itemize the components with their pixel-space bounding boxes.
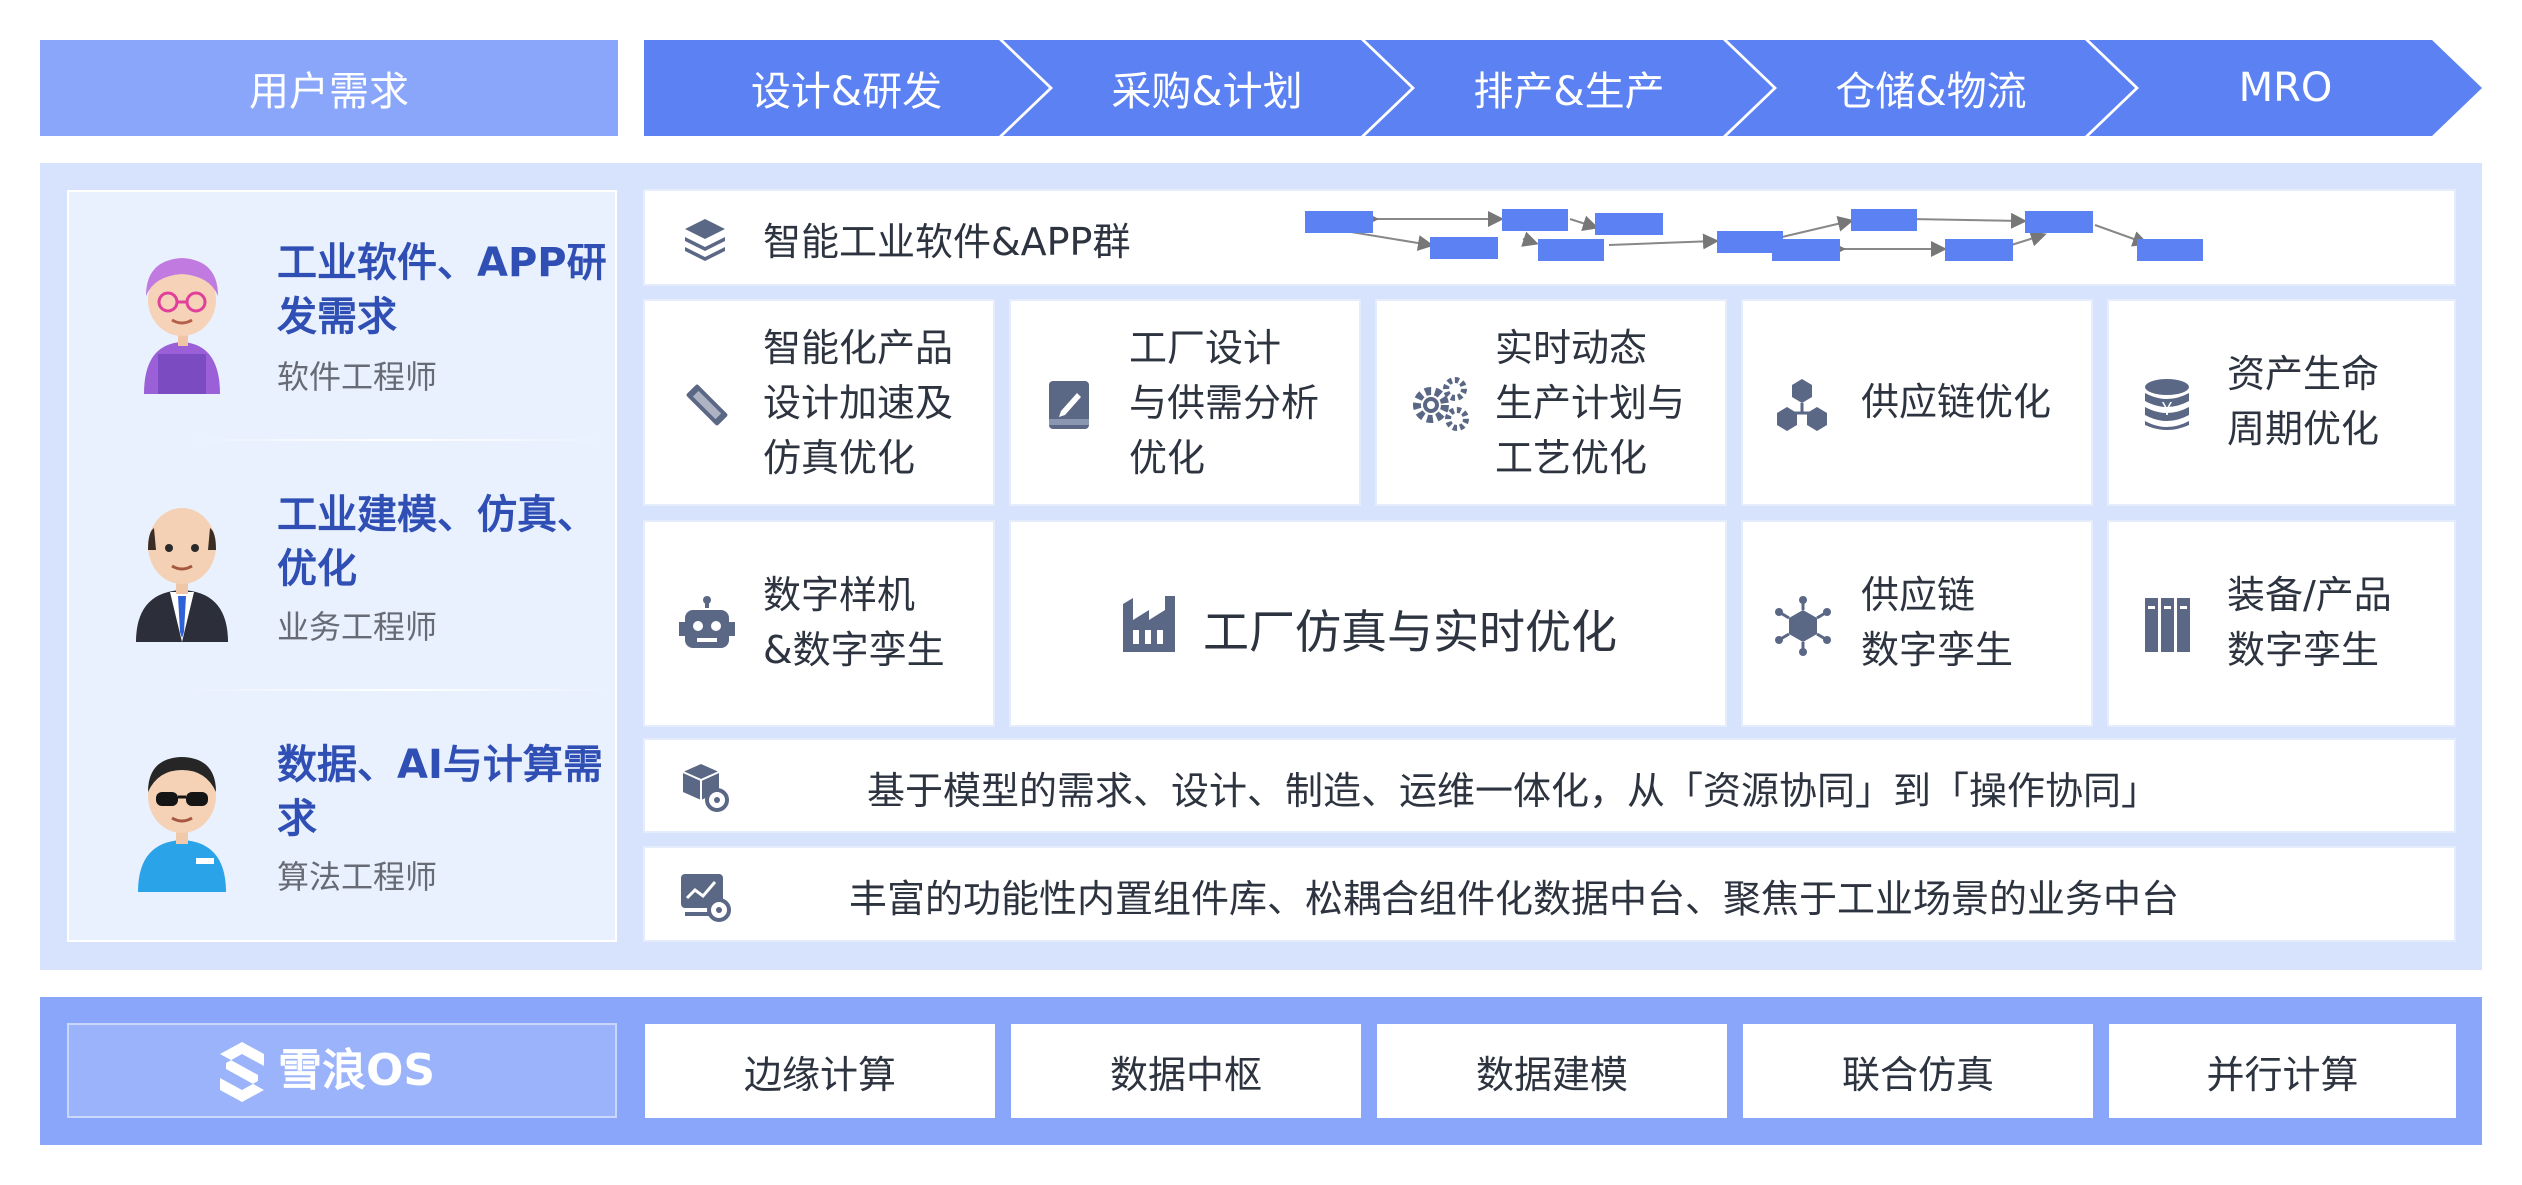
data-modeling-box: 数据建模 (1377, 1024, 1727, 1118)
product-design-card: 智能化产品 设计加速及 仿真优化 (643, 299, 995, 506)
chart-gear-icon (681, 874, 731, 922)
card-text: 供应链 数字孪生 (1861, 573, 2014, 672)
business-engineer-avatar (136, 508, 228, 642)
app-group-card: 智能工业软件&APP群 (643, 189, 2456, 286)
user-demand-header: 用户需求 (40, 40, 618, 136)
card-text: 供应链优化 (1861, 380, 2052, 424)
supply-chain-card: 供应链优化 (1741, 299, 2093, 506)
app-network-graphic (1305, 209, 2203, 261)
stage-label: 设计&研发 (750, 69, 943, 115)
card-text: 资产生命 周期优化 (2227, 352, 2380, 451)
card-text: 工厂设计 与供需分析 优化 (1129, 326, 1320, 480)
cubes-icon (1777, 379, 1827, 431)
layers-icon (685, 219, 725, 261)
chevron-shape (644, 40, 1049, 136)
stage-label: 排产&生产 (1473, 69, 1665, 115)
network-cube-icon (1775, 596, 1831, 656)
chevron-shape (1727, 40, 2135, 136)
card-text: 数字样机 &数字孪生 (763, 573, 945, 672)
software-engineer-avatar (144, 258, 220, 394)
persona-role: 业务工程师 (277, 608, 438, 646)
equipment-twin-card: 装备/产品 数字孪生 (2107, 520, 2456, 727)
persona-role: 软件工程师 (277, 358, 438, 396)
persona-panel: 工业软件、APP研发需求 软件工程师 工业建模、仿真、优化 业务工程师 数据、A… (67, 190, 617, 942)
persona-role: 算法工程师 (277, 858, 438, 896)
stage-label: 采购&计划 (1111, 69, 1303, 115)
algorithm-engineer-avatar (138, 757, 226, 892)
platform-card: 丰富的功能性内置组件库、松耦合组件化数据中台、聚焦于工业场景的业务中台 (643, 846, 2456, 942)
factory-icon (1123, 596, 1175, 652)
stage-warehouse-logistics: 仓储&物流 (1727, 40, 2135, 136)
chevron-shape (1003, 40, 1411, 136)
production-plan-card: 实时动态 生产计划与 工艺优化 (1375, 299, 1727, 506)
coins-icon: ¥ (2145, 379, 2189, 430)
stage-mro: MRO (2089, 40, 2482, 136)
factory-design-card: 工厂设计 与供需分析 优化 (1009, 299, 1361, 506)
persona-title: 工业建模、仿真、优化 (277, 492, 597, 592)
stage-procurement-plan: 采购&计划 (1003, 40, 1411, 136)
svg-text:¥: ¥ (2161, 399, 2172, 420)
xuelang-os-logo: 雪浪OS (67, 1023, 617, 1118)
model-line-text: 基于模型的需求、设计、制造、运维一体化，从「资源协同」到「操作协同」 (867, 769, 2160, 813)
stage-label: MRO (2238, 65, 2333, 111)
card-text: 智能化产品 设计加速及 仿真优化 (763, 326, 954, 480)
data-hub-box: 数据中枢 (1011, 1024, 1361, 1118)
persona-title: 工业软件、APP研发需求 (277, 240, 607, 340)
chevron-shape (1365, 40, 1773, 136)
divider (189, 439, 609, 441)
app-group-label: 智能工业软件&APP群 (763, 220, 1131, 264)
persona-title: 数据、AI与计算需求 (277, 742, 603, 842)
os-logo-mark: 雪浪OS (220, 1041, 435, 1102)
supply-chain-twin-card: 供应链 数字孪生 (1741, 520, 2093, 727)
asset-lifecycle-card: ¥ 资产生命 周期优化 (2107, 299, 2456, 506)
co-simulation-box: 联合仿真 (1743, 1024, 2093, 1118)
factory-sim-card: 工厂仿真与实时优化 (1009, 520, 1727, 727)
robot-icon (679, 596, 735, 648)
os-name: 雪浪OS (278, 1045, 435, 1096)
model-based-card: 基于模型的需求、设计、制造、运维一体化，从「资源协同」到「操作协同」 (643, 738, 2456, 833)
binders-icon (2145, 598, 2190, 652)
stage-design-rd: 设计&研发 (644, 40, 1049, 136)
stage-label: 仓储&物流 (1835, 69, 2027, 115)
book-edit-icon (1049, 381, 1089, 429)
card-text: 装备/产品 数字孪生 (2227, 573, 2392, 672)
box-gear-icon (682, 764, 729, 812)
chevron-shape (2089, 40, 2482, 136)
parallel-computing-box: 并行计算 (2109, 1024, 2456, 1118)
edge-computing-box: 边缘计算 (645, 1024, 995, 1118)
stage-scheduling-production: 排产&生产 (1365, 40, 1773, 136)
divider (189, 689, 609, 691)
gears-icon (1413, 377, 1469, 431)
pencil-ruler-icon (686, 384, 728, 426)
platform-line-text: 丰富的功能性内置组件库、松耦合组件化数据中台、聚焦于工业场景的业务中台 (849, 877, 2180, 921)
card-text: 工厂仿真与实时优化 (1203, 605, 1617, 659)
card-text: 实时动态 生产计划与 工艺优化 (1495, 326, 1686, 480)
digital-prototype-card: 数字样机 &数字孪生 (643, 520, 995, 727)
